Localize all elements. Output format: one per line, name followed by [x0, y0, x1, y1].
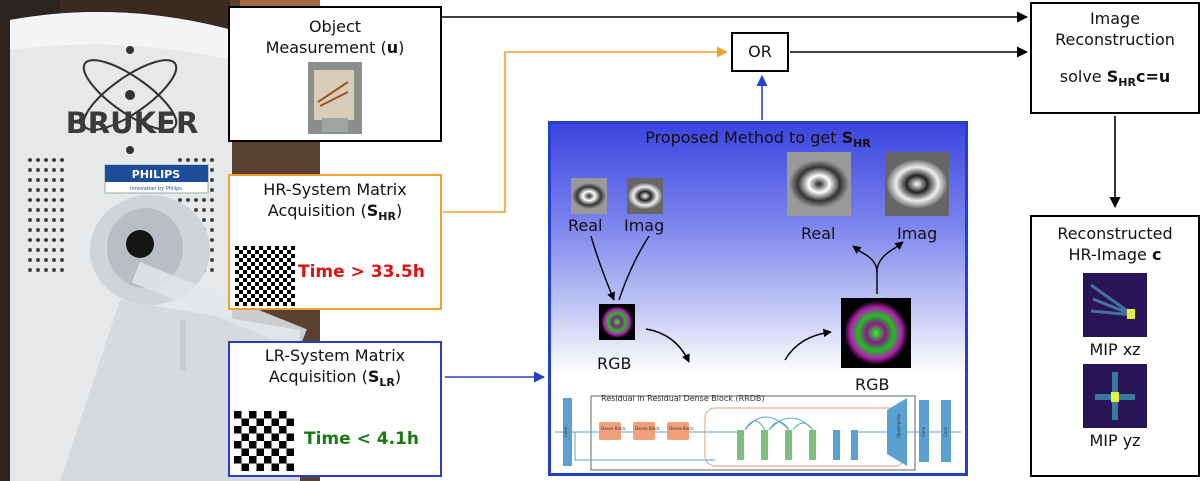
hr-time-label: Time > 33.5h: [298, 262, 425, 282]
hr-checkerboard: [235, 246, 295, 306]
dense-block-1: Dense Block: [601, 426, 626, 431]
mip-xz-image: [1083, 273, 1147, 337]
rgb-small-pattern: [599, 304, 635, 340]
imag-small-pattern: [627, 178, 663, 214]
proposed-method-panel: Proposed Method to get SHR Real Imag Rea…: [548, 121, 968, 476]
measurement-label: Measurement (u): [265, 38, 405, 57]
upsampling-block: Upsampling: [896, 414, 901, 438]
or-box: OR: [731, 32, 789, 72]
lr-time-label: Time < 4.1h: [304, 429, 419, 449]
imag-small-label: Imag: [624, 216, 665, 235]
mip-yz-label: MIP yz: [1089, 431, 1141, 450]
dense-block-2: Dense Block: [635, 426, 660, 431]
method-title: Proposed Method to get SHR: [645, 128, 871, 151]
philips-logo: PHILIPS: [132, 168, 181, 181]
mip-yz-image: [1083, 364, 1147, 428]
image-reconstruction-box: Image Reconstruction solve SHRc=u: [1030, 2, 1200, 114]
bruker-logo: BRUKER: [66, 106, 199, 140]
hr-title: HR-System Matrix: [263, 180, 407, 199]
conv-block-third: Conv: [943, 426, 948, 437]
rgb-small-label: RGB: [597, 354, 632, 373]
imag-big-label: Imag: [897, 224, 938, 243]
rrdb-title: Residual in Residual Dense Block (RRDB): [601, 394, 764, 403]
recon-line1: Image: [1089, 9, 1141, 28]
rgb-big-label: RGB: [855, 375, 890, 394]
object-measurement-box: Object Measurement (u): [228, 6, 442, 142]
lr-system-matrix-box: LR-System Matrix Acquisition (SLR) Time …: [228, 341, 442, 477]
philips-tagline: innovation by Philips: [130, 186, 182, 192]
lr-title: LR-System Matrix: [264, 346, 406, 365]
arrow-hr-to-or: [443, 46, 729, 213]
conv-block-second: Conv: [921, 426, 926, 437]
lr-checkerboard: [234, 411, 294, 471]
hr-acquisition-label: Acquisition (SHR): [267, 201, 403, 224]
rgb-big-pattern: [841, 298, 911, 368]
object-label: Object: [308, 17, 362, 36]
hr-system-matrix-box: HR-System Matrix Acquisition (SHR) Time …: [228, 174, 442, 310]
real-big-pattern: [787, 152, 851, 216]
lr-acquisition-label: Acquisition (SLR): [268, 367, 402, 390]
imag-big-pattern: [885, 152, 949, 216]
real-small-label: Real: [568, 216, 603, 235]
network-architecture: Residual in Residual Dense Block (RRDB) …: [555, 390, 961, 472]
object-photo: [308, 62, 362, 134]
result-line2: HR-Image c: [1068, 245, 1162, 264]
method-flow-arrows: [590, 235, 904, 363]
real-big-label: Real: [801, 224, 836, 243]
reconstructed-image-box: Reconstructed HR-Image c MIP xz MIP yz: [1030, 215, 1200, 477]
recon-line2: Reconstruction: [1055, 30, 1175, 49]
real-small-pattern: [571, 178, 607, 214]
mip-xz-label: MIP xz: [1089, 340, 1141, 359]
conv-block-first: Conv: [563, 426, 568, 437]
solve-equation: solve SHRc=u: [1059, 67, 1171, 90]
result-line1: Reconstructed: [1057, 224, 1173, 243]
dense-block-3: Dense Block: [669, 426, 694, 431]
